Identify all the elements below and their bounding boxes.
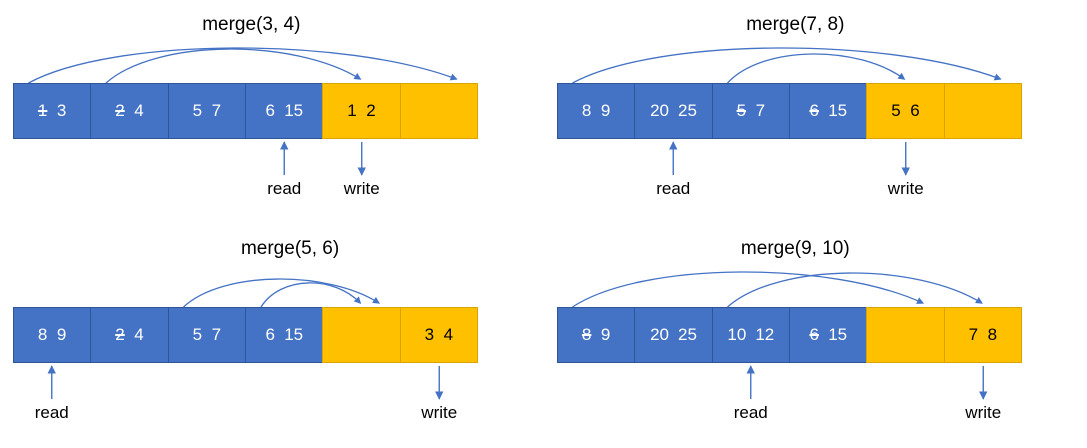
cell-value: 5 xyxy=(192,101,203,120)
cell-value: 6 xyxy=(910,101,920,120)
cell-value: 15 xyxy=(828,325,848,344)
cell-value-consumed: 6 xyxy=(809,101,819,120)
cell-value: 6 xyxy=(265,101,275,120)
merge-arc xyxy=(727,272,983,308)
cell-value-consumed: 8 xyxy=(581,325,592,344)
cell-value: 9 xyxy=(600,101,611,120)
cell-value-consumed: 5 xyxy=(736,101,747,120)
cell-value: 3 xyxy=(56,101,67,120)
cell-value: 7 xyxy=(211,101,222,120)
cell-value: 5 xyxy=(192,325,203,344)
cell-value: 9 xyxy=(56,325,67,344)
cell-value-consumed: 1 xyxy=(37,101,48,120)
panel-title: merge(7, 8) xyxy=(746,14,845,35)
cell-value-consumed: 2 xyxy=(115,101,125,120)
array-cell[interactable] xyxy=(943,83,1022,139)
array-cell[interactable] xyxy=(399,83,478,139)
array-cell[interactable] xyxy=(866,307,945,363)
cell-value: 8 xyxy=(37,325,48,344)
cell-value: 1 xyxy=(347,101,357,120)
array-cell[interactable] xyxy=(322,307,401,363)
merge-arc xyxy=(28,47,458,84)
cell-value: 6 xyxy=(265,325,275,344)
cell-value: 15 xyxy=(284,101,304,120)
write-pointer-label: write xyxy=(887,179,924,198)
cell-value: 2 xyxy=(366,101,376,120)
cell-value: 15 xyxy=(828,101,848,120)
cell-value: 4 xyxy=(134,101,144,120)
merge-arc xyxy=(572,271,925,308)
cell-value: 3 xyxy=(424,325,435,344)
read-pointer-label: read xyxy=(733,403,768,422)
cell-value: 7 xyxy=(968,325,979,344)
array-cell[interactable]: 6 15 xyxy=(244,307,324,363)
panel-title: merge(5, 6) xyxy=(240,238,340,259)
cell-value: 8 xyxy=(987,325,998,344)
cell-value: 7 xyxy=(755,101,766,120)
merge-arc xyxy=(572,47,1002,84)
array-cell[interactable]: 10 12 xyxy=(711,307,790,363)
panel-title: merge(3, 4) xyxy=(202,14,301,35)
read-pointer-label: read xyxy=(34,403,69,422)
array-cell[interactable]: 6 15 xyxy=(788,307,868,363)
array-cell[interactable]: 6 15 xyxy=(244,83,324,139)
cell-value: 20 xyxy=(650,325,669,344)
array-cell[interactable]: 6 15 xyxy=(788,83,868,139)
cell-value: 10 xyxy=(727,325,747,344)
merge-arc xyxy=(105,48,362,84)
cell-value: 9 xyxy=(600,325,611,344)
read-pointer-label: read xyxy=(656,179,691,198)
cell-value: 4 xyxy=(443,325,454,344)
cell-value: 8 xyxy=(581,101,592,120)
write-pointer-label: write xyxy=(965,403,1002,422)
write-pointer-label: write xyxy=(421,403,458,422)
merge-arc xyxy=(183,278,381,308)
read-pointer-label: read xyxy=(267,179,302,198)
panel-title: merge(9, 10) xyxy=(740,238,850,259)
cell-value-consumed: 6 xyxy=(809,325,819,344)
merge-arc xyxy=(260,282,362,308)
cell-value-consumed: 2 xyxy=(115,325,125,344)
write-pointer-label: write xyxy=(343,179,380,198)
cell-value: 7 xyxy=(211,325,222,344)
cell-value: 25 xyxy=(677,101,697,120)
cell-value: 25 xyxy=(677,325,697,344)
cell-value: 5 xyxy=(891,101,901,120)
merge-arc xyxy=(727,53,906,84)
cell-value: 15 xyxy=(284,325,304,344)
cell-value: 4 xyxy=(134,325,144,344)
cell-value: 12 xyxy=(755,325,775,344)
cell-value: 20 xyxy=(650,101,669,120)
